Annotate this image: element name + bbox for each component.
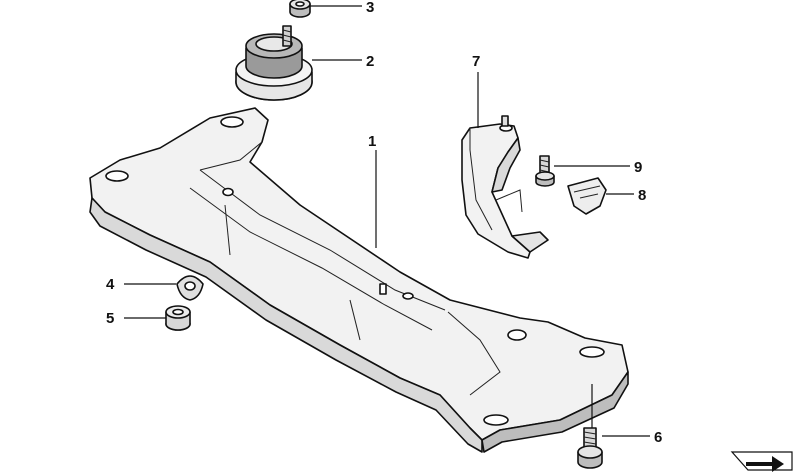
screw-part[interactable] <box>535 155 555 187</box>
nut-part[interactable] <box>289 0 311 18</box>
leader-lines <box>124 5 650 437</box>
callout-4: 4 <box>106 276 115 293</box>
callout-labels: 1 2 3 4 5 6 7 8 9 <box>106 0 662 446</box>
washer-part[interactable] <box>176 275 204 301</box>
callout-5: 5 <box>106 310 114 327</box>
crossmember-part[interactable] <box>89 107 629 453</box>
callout-6: 6 <box>654 429 662 446</box>
callout-2: 2 <box>366 53 374 70</box>
reference-arrow-icon <box>730 451 793 472</box>
hex-bolt-part[interactable] <box>577 427 603 469</box>
callout-9: 9 <box>634 159 642 176</box>
rubber-mount-part[interactable] <box>235 25 313 101</box>
clip-nut-part[interactable] <box>567 177 607 215</box>
callout-8: 8 <box>638 187 646 204</box>
callout-7: 7 <box>472 53 480 70</box>
callout-3: 3 <box>366 0 374 16</box>
heat-shield-bracket-part[interactable] <box>461 115 549 259</box>
collar-nut-part[interactable] <box>165 305 191 331</box>
callout-1: 1 <box>368 133 376 150</box>
